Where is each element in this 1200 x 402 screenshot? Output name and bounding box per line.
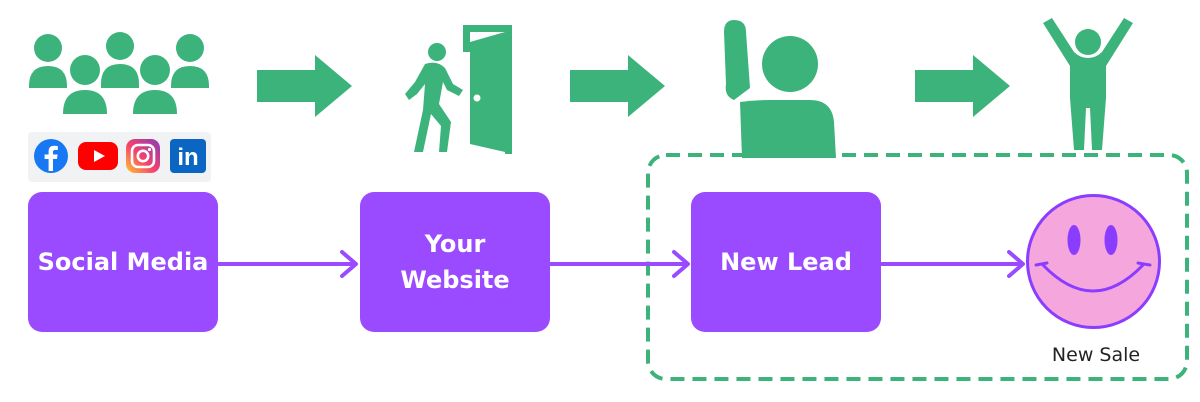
stage-label-your-website-line1: Your [424, 230, 486, 258]
linkedin-icon: in [170, 139, 206, 173]
smiley-face-icon [1026, 194, 1161, 329]
stage-label-new-sale: New Sale [1051, 344, 1141, 366]
facebook-icon [34, 139, 68, 173]
connector-arrow [218, 250, 358, 278]
stage-label-social-media: Social Media [37, 248, 209, 276]
highlight-dashed-border [646, 153, 1189, 381]
person-entering-door-icon [405, 25, 512, 154]
youtube-icon [78, 142, 118, 170]
connector-arrow [550, 250, 690, 278]
linkedin-text: in [177, 144, 198, 171]
stage-box-social-media: Social Media [28, 192, 218, 332]
stage-label-your-website-line2: Website [400, 266, 510, 294]
stage-box-new-lead: New Lead [691, 192, 881, 332]
green-arrow-icon [257, 55, 352, 117]
connector-arrow [880, 250, 1025, 278]
person-raising-hand-icon [724, 20, 836, 158]
stage-box-your-website: Your Website [360, 192, 550, 332]
people-group-icon [29, 32, 209, 114]
person-celebrating-icon [1043, 18, 1133, 150]
green-arrow-icon [915, 55, 1010, 117]
stage-label-new-lead: New Lead [720, 248, 852, 276]
instagram-icon [126, 139, 160, 173]
green-arrow-icon [570, 55, 665, 117]
